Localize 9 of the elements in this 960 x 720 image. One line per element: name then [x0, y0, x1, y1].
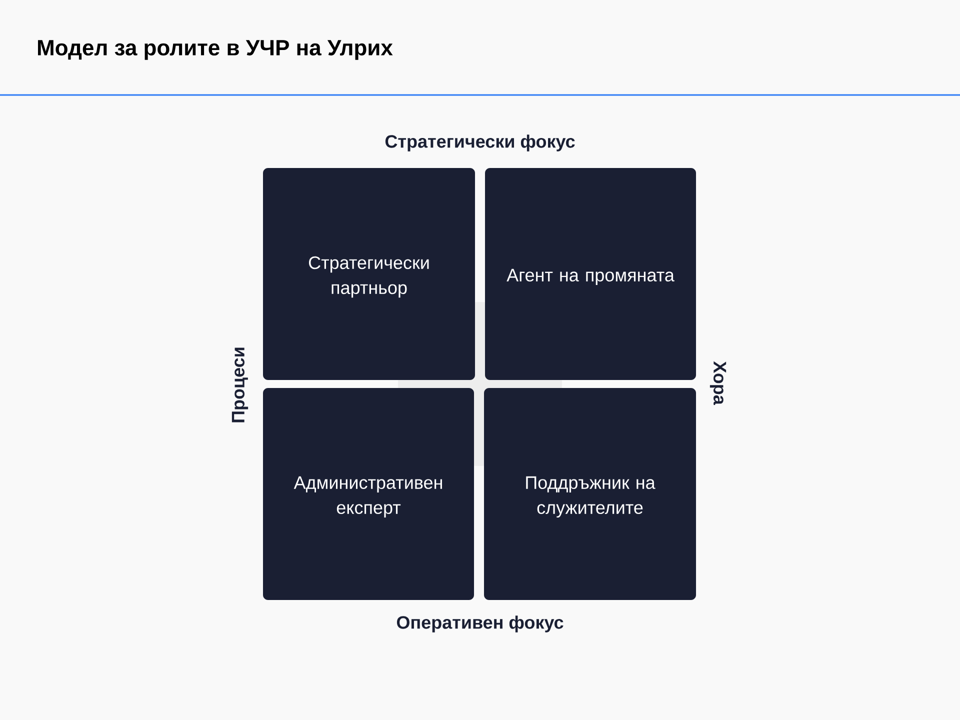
title: Модел за ролите в УЧР на Улрих — [38, 40, 393, 60]
quadrant-box: Поддръжник на служителите — [484, 388, 696, 600]
axis-label: Оперативен фокус — [396, 616, 564, 632]
axis-label: Стратегически фокус — [385, 134, 575, 152]
quadrant-box: Стратегически партньор — [263, 168, 475, 380]
quadrant-box: Административен експерт — [263, 388, 474, 600]
axis-label: Хора — [710, 361, 726, 405]
quadrant-box: Агент на промяната — [485, 168, 696, 380]
axis-label: Процеси — [232, 348, 248, 422]
